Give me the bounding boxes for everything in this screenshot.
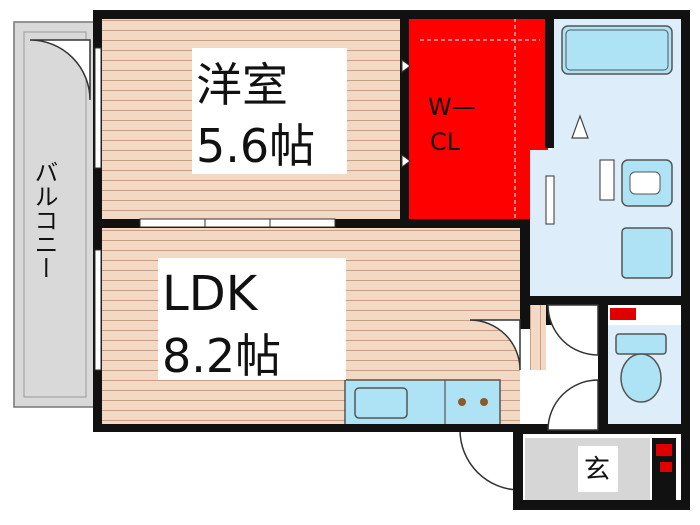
toilet-door-swing [547, 379, 599, 431]
washing-machine-pan [621, 227, 673, 279]
entrance-label-bg [578, 446, 618, 492]
stove-burner-icon [480, 398, 488, 406]
breaker-panel-icon [610, 308, 636, 320]
sliding-door [139, 218, 336, 228]
ldk-door-swing [469, 319, 521, 371]
bathtub [561, 25, 673, 75]
closet-label-line1: W— [428, 93, 476, 121]
closet-door-marker [401, 59, 411, 73]
ldk-label-bg [158, 258, 346, 380]
stove-burner-icon [458, 398, 466, 406]
walk-in-closet [408, 18, 548, 223]
sink-icon [354, 387, 408, 419]
ldk-size: 8.2帖 [162, 329, 281, 383]
wet-area [530, 18, 682, 425]
shower-fixture [571, 114, 589, 139]
balcony-door-swing [29, 39, 91, 101]
western-room-label-bg [192, 48, 347, 174]
hall-floor [530, 305, 546, 370]
western-room-name: 洋室 [196, 58, 288, 112]
toilet-tank [615, 333, 667, 355]
western-room-size: 5.6帖 [196, 119, 315, 173]
ldk-name: LDK [162, 266, 259, 322]
balcony [13, 21, 97, 408]
closet-door-marker [401, 154, 411, 168]
balcony-label: バルコニー [30, 160, 58, 280]
entrance [459, 429, 676, 500]
kitchen-counter [344, 379, 501, 426]
washroom-door-swing [547, 304, 599, 356]
entrance-label: 玄 [584, 455, 610, 485]
closet-label-line2: CL [430, 128, 461, 156]
openings [94, 47, 615, 371]
entrance-door-swing [459, 429, 521, 491]
interphone-icon [656, 444, 672, 456]
toilet-icon [620, 353, 662, 403]
